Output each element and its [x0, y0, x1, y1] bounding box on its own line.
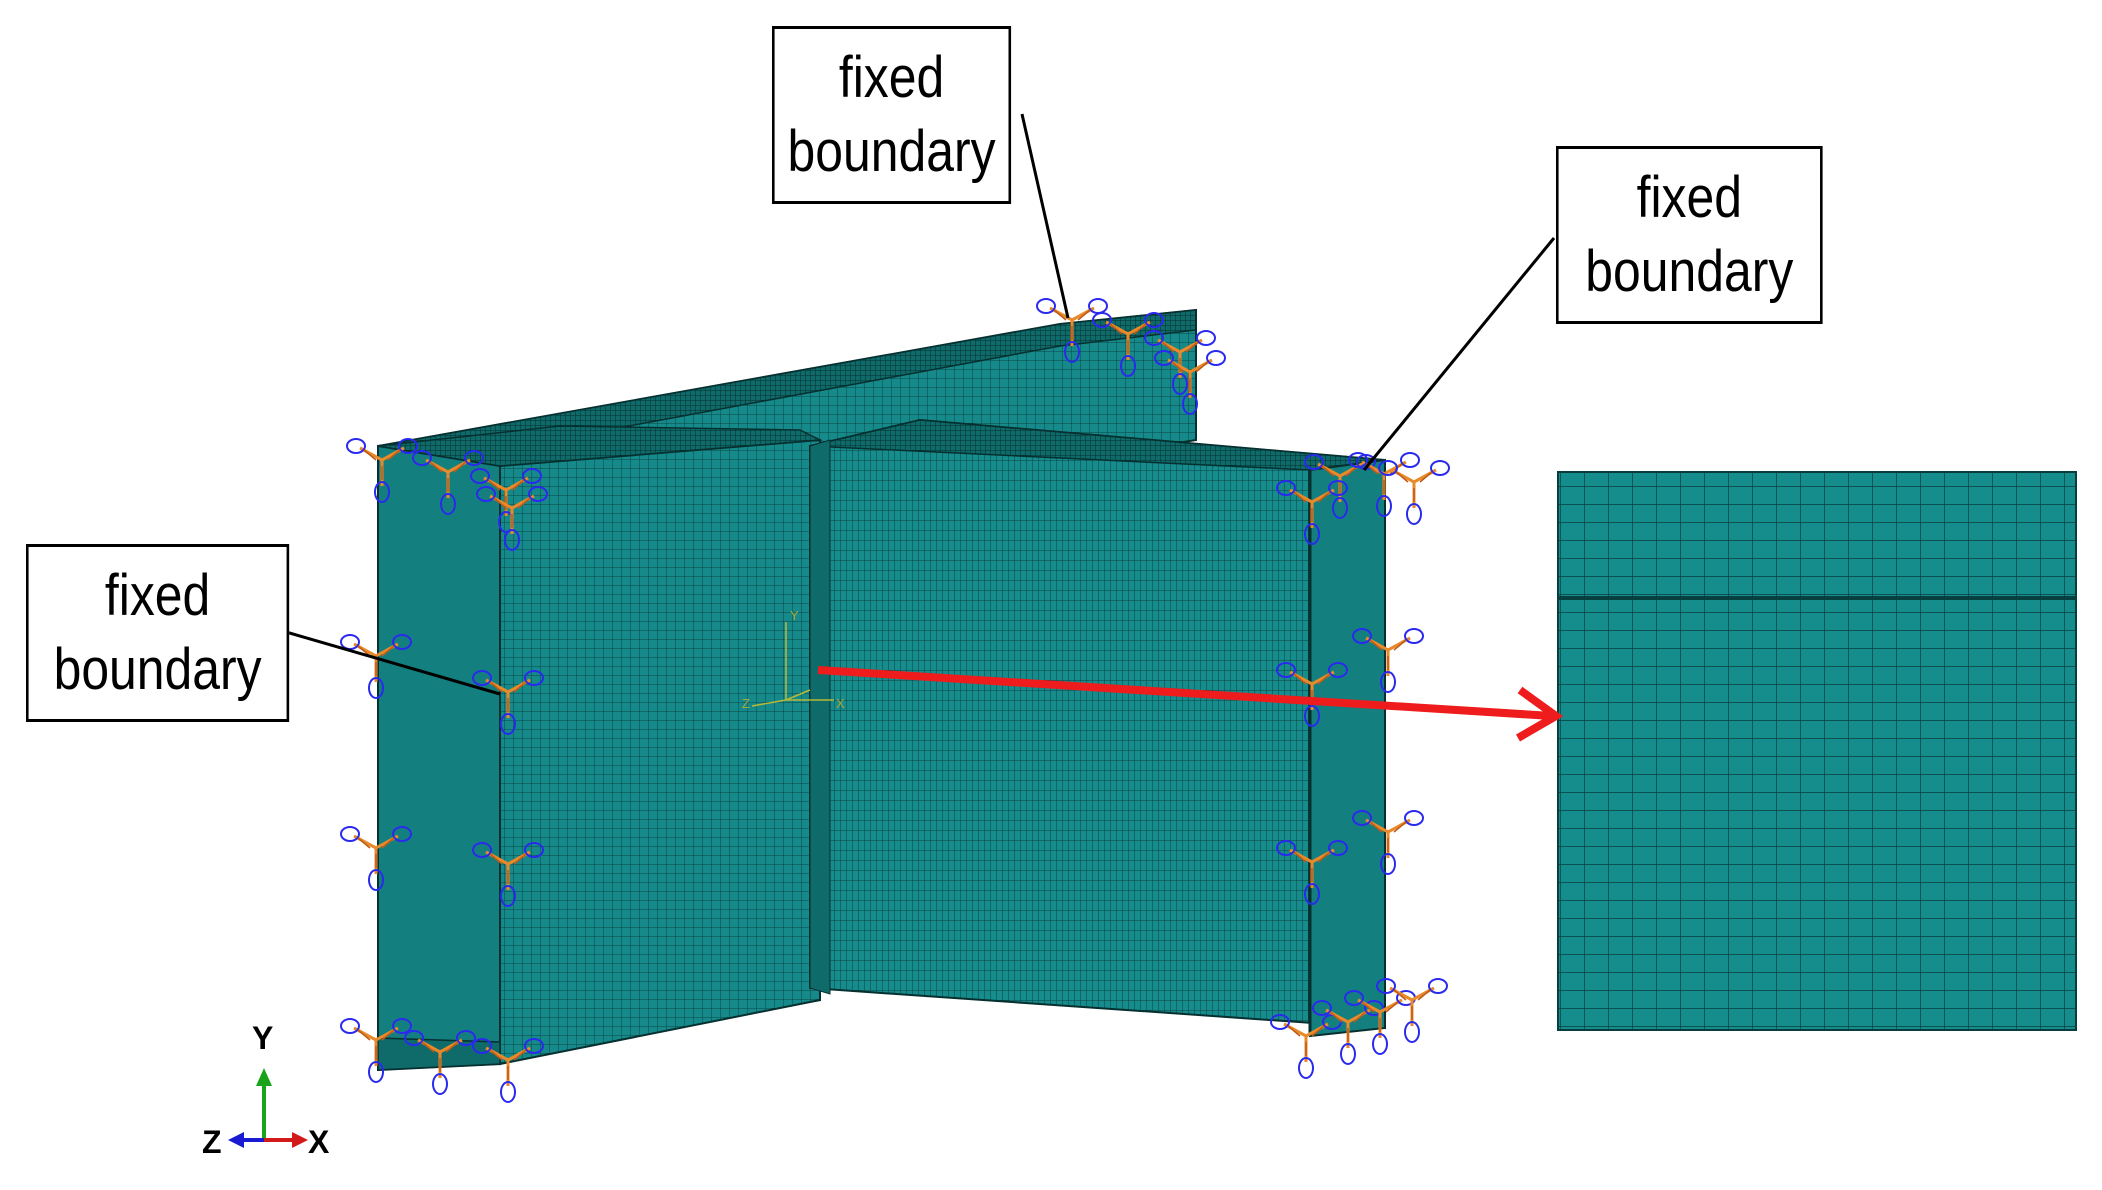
triad-x-label: X: [308, 1124, 330, 1160]
callout-fixed-boundary-right: fixed boundary: [1556, 146, 1823, 324]
model-csys-x-label: X: [836, 696, 845, 711]
front-plate: [809, 418, 1386, 1038]
left-flange-box: [377, 425, 823, 1072]
coordinate-triad-icon: [228, 1068, 308, 1148]
mesh-zoom-inset: [1557, 471, 2077, 1031]
arrow-right-icon: [817, 666, 1564, 742]
callout-fixed-boundary-left: fixed boundary: [26, 544, 290, 722]
triad-y-label: Y: [252, 1020, 274, 1056]
callout-text-line2: boundary: [787, 119, 996, 184]
model-csys-icon: [751, 622, 834, 707]
callout-fixed-boundary-top: fixed boundary: [772, 26, 1012, 204]
triad-z-label: Z: [202, 1124, 222, 1160]
callout-text-line1: fixed: [104, 563, 211, 628]
callout-text-line2: boundary: [1585, 239, 1794, 304]
model-csys-y-label: Y: [790, 608, 799, 623]
callout-text-line1: fixed: [838, 45, 945, 110]
callout-text-line2: boundary: [53, 637, 262, 702]
callout-text-line1: fixed: [1636, 165, 1742, 230]
callout-leaders: [285, 113, 1556, 696]
model-csys-z-label: Z: [742, 696, 750, 711]
